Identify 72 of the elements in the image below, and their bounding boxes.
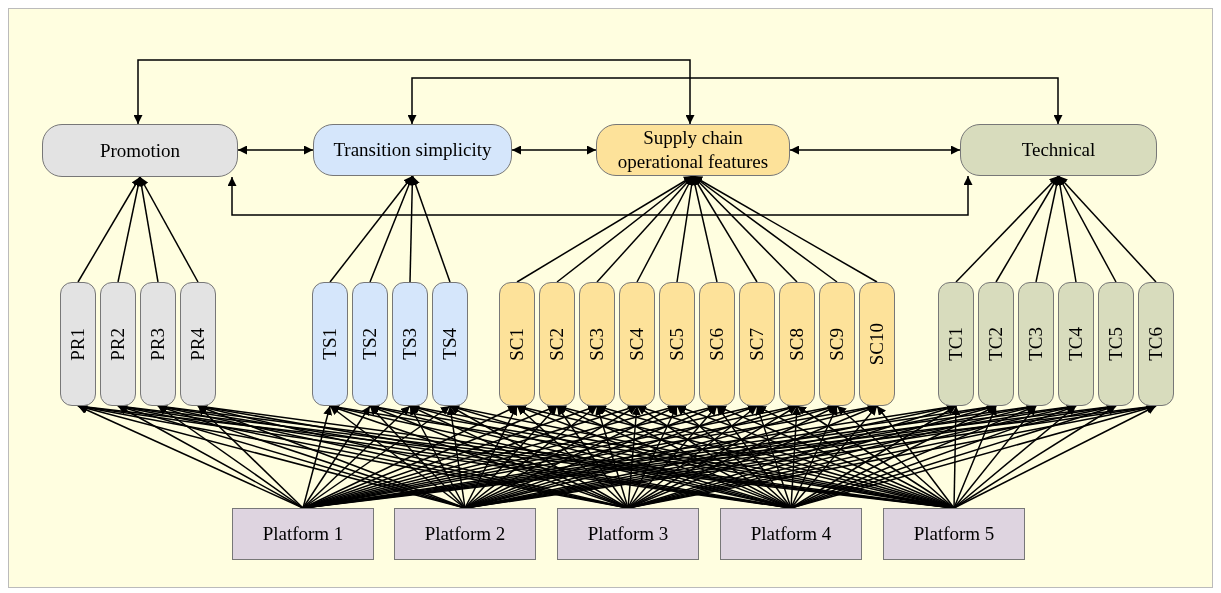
arrow — [302, 405, 333, 509]
subcriterion-box: SC10 — [859, 282, 895, 406]
subcriterion-box: SC4 — [619, 282, 655, 406]
subcriterion-box: TS3 — [392, 282, 428, 406]
arrow — [516, 405, 629, 509]
criterion-box: Technical — [960, 124, 1157, 176]
arrow — [627, 405, 718, 509]
subcriterion-box: SC2 — [539, 282, 575, 406]
criterion-box: Promotion — [42, 124, 238, 177]
subcriterion-box: TS4 — [432, 282, 468, 406]
arrow — [329, 175, 414, 283]
subcriterion-box: TS2 — [352, 282, 388, 406]
arrow — [302, 405, 411, 509]
subcriterion-box: PR3 — [140, 282, 176, 406]
arrow — [953, 405, 1037, 509]
subcriterion-box: TC5 — [1098, 282, 1134, 406]
subcriterion-box: TC3 — [1018, 282, 1054, 406]
subcriterion-box: SC3 — [579, 282, 615, 406]
criterion-box: Supply chain operational features — [596, 124, 790, 176]
arrow — [556, 405, 629, 509]
alternative-box: Platform 1 — [232, 508, 374, 560]
subcriterion-box: PR2 — [100, 282, 136, 406]
arrow — [369, 405, 466, 509]
subcriterion-box: TS1 — [312, 282, 348, 406]
arrow — [755, 405, 792, 509]
alternative-box: Platform 2 — [394, 508, 536, 560]
arrow — [77, 176, 141, 283]
arrow — [789, 145, 961, 155]
arrow — [790, 405, 878, 509]
arrow — [836, 405, 955, 509]
criterion-box: Transition simplicity — [313, 124, 512, 176]
arrow — [876, 405, 955, 509]
arrow — [464, 405, 518, 509]
arrow — [407, 77, 1063, 125]
arrow — [197, 405, 304, 509]
arrow — [716, 405, 792, 509]
arrow — [953, 405, 1077, 509]
arrow — [464, 405, 558, 509]
arrow — [953, 405, 997, 509]
arrow — [302, 405, 371, 509]
alternative-box: Platform 5 — [883, 508, 1025, 560]
subcriterion-box: SC7 — [739, 282, 775, 406]
arrow — [627, 405, 678, 509]
subcriterion-box: SC1 — [499, 282, 535, 406]
subcriterion-box: SC6 — [699, 282, 735, 406]
arrow — [676, 405, 792, 509]
arrow — [1057, 175, 1157, 283]
subcriterion-box: SC9 — [819, 282, 855, 406]
subcriterion-box: SC8 — [779, 282, 815, 406]
arrow — [595, 405, 629, 509]
alternative-box: Platform 3 — [557, 508, 699, 560]
subcriterion-box: PR1 — [60, 282, 96, 406]
subcriterion-box: TC6 — [1138, 282, 1174, 406]
arrow — [411, 175, 451, 283]
arrow — [511, 145, 597, 155]
arrow — [237, 145, 314, 155]
arrow — [446, 405, 466, 509]
subcriterion-box: SC5 — [659, 282, 695, 406]
subcriterion-box: PR4 — [180, 282, 216, 406]
subcriterion-box: TC4 — [1058, 282, 1094, 406]
arrow — [133, 59, 695, 125]
subcriterion-box: TC1 — [938, 282, 974, 406]
arrow — [627, 405, 641, 509]
arrow — [951, 405, 961, 509]
arrow — [77, 405, 304, 509]
alternative-box: Platform 4 — [720, 508, 862, 560]
arrow — [790, 405, 801, 509]
arrow — [790, 405, 838, 509]
arrow — [227, 175, 973, 216]
arrow — [139, 176, 199, 283]
arrow — [409, 405, 466, 509]
subcriterion-box: TC2 — [978, 282, 1014, 406]
